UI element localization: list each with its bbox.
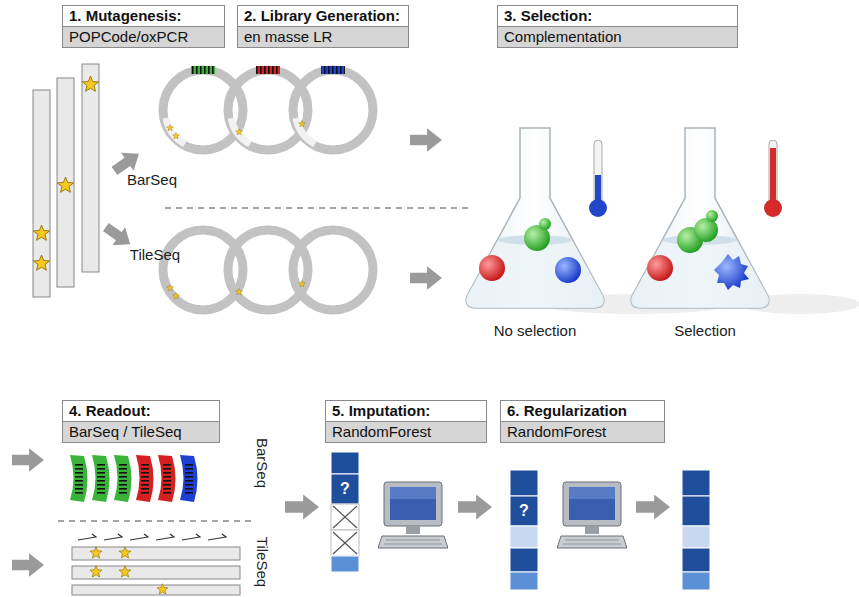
step-header-box: 3. Selection:Complementation [497, 5, 738, 48]
missing-value-mark: ? [519, 502, 529, 520]
flow-arrow [458, 495, 492, 520]
thermometer-cold [589, 140, 607, 217]
step-title: 3. Selection: [498, 6, 737, 26]
score-column [331, 452, 359, 572]
condition-label: No selection [494, 322, 577, 340]
computer-icon [557, 482, 627, 548]
score-column [682, 470, 710, 590]
yeast-cells [479, 210, 749, 290]
flow-arrow [636, 495, 670, 520]
flow-arrow [410, 128, 442, 151]
step-method: POPCode/oxPCR [63, 26, 224, 47]
condition-label: Selection [674, 322, 736, 340]
plasmid-stars [167, 120, 306, 298]
missing-value-mark: ? [340, 480, 350, 498]
mutation-stars [33, 76, 98, 270]
barcodes [191, 66, 345, 74]
dna-fragments [33, 64, 99, 297]
plasmids-tileseq [163, 230, 373, 310]
step-method: BarSeq / TileSeq [63, 421, 219, 442]
step-method: Complementation [498, 26, 737, 47]
step-header-box: 6. RegularizationRandomForest [500, 400, 665, 443]
divider [58, 520, 252, 522]
step-header-box: 1. Mutagenesis:POPCode/oxPCR [62, 5, 225, 48]
step-header-box: 2. Library Generation:en masse LR [237, 5, 409, 48]
flask [631, 128, 859, 314]
step-method: en masse LR [238, 26, 408, 47]
method-label: TileSeq [253, 537, 271, 587]
flow-arrow [410, 266, 442, 289]
barcode-reads [70, 455, 198, 502]
step-title: 2. Library Generation: [238, 6, 408, 26]
read-stars [90, 547, 168, 594]
score-column [510, 470, 538, 590]
step-title: 5. Imputation: [326, 401, 486, 421]
flow-arrow [285, 495, 319, 520]
plasmids-barseq [163, 70, 373, 150]
branch-arrows [99, 145, 145, 253]
tile-reads [78, 534, 226, 540]
branch-label: TileSeq [130, 246, 180, 264]
step-header-box: 4. Readout:BarSeq / TileSeq [62, 400, 220, 443]
step-header-box: 5. Imputation:RandomForest [325, 400, 487, 443]
flow-arrow [12, 448, 44, 471]
sequenced-fragments [72, 547, 240, 595]
step-method: RandomForest [326, 421, 486, 442]
missing-marks [333, 506, 357, 554]
step-title: 6. Regularization [501, 401, 664, 421]
thermometer-hot [764, 140, 782, 217]
step-method: RandomForest [501, 421, 664, 442]
flow-arrow [12, 553, 44, 576]
divider [165, 207, 470, 209]
step-title: 4. Readout: [63, 401, 219, 421]
branch-label: BarSeq [127, 171, 177, 189]
step-title: 1. Mutagenesis: [63, 6, 224, 26]
method-label: BarSeq [253, 438, 271, 488]
computer-icon [378, 482, 448, 548]
